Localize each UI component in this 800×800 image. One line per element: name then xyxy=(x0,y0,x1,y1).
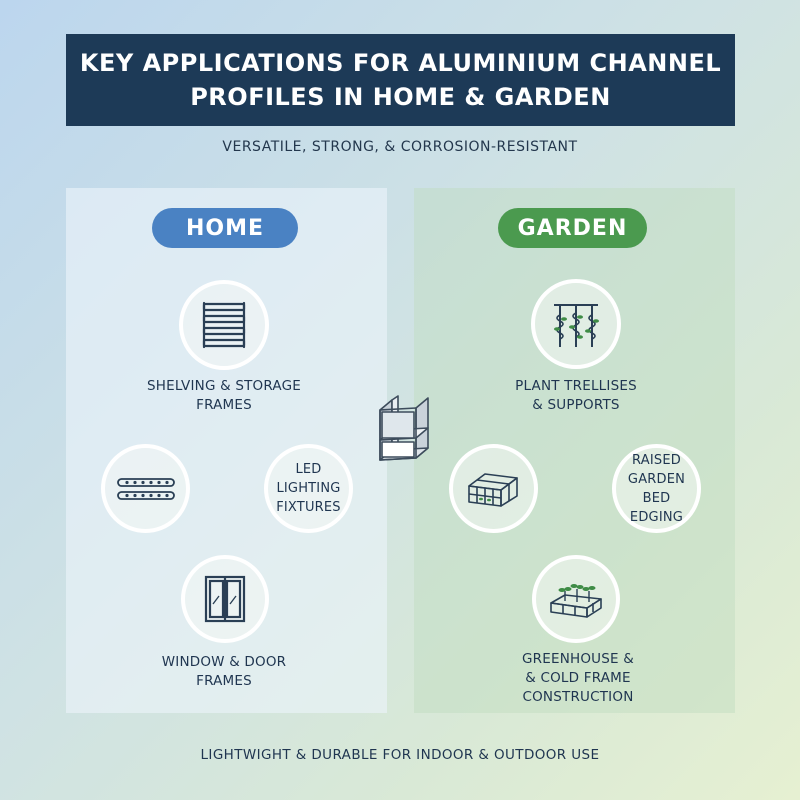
trellis-icon xyxy=(554,304,599,347)
raised-bed-edging-circle: RAISED GARDEN BED EDGING xyxy=(612,444,701,533)
window-label: WINDOW & DOOR FRAMES xyxy=(136,653,312,691)
title-line-2: PROFILES IN HOME & GARDEN xyxy=(190,83,611,111)
window-icon xyxy=(204,575,246,623)
aluminium-channel-icon xyxy=(379,395,429,461)
window-label-line-2: FRAMES xyxy=(196,673,252,689)
led-lighting-label: LED LIGHTING FIXTURES xyxy=(268,460,349,517)
raised-bed-edging-label-line-2: GARDEN BED xyxy=(627,471,686,506)
trellis-label-line-1: PLANT TRELLISES xyxy=(515,378,637,394)
led-lighting-label-line-2: FIXTURES xyxy=(276,500,341,515)
raised-bed-circle xyxy=(532,555,620,643)
raised-bed-edging-label-line-3: EDGING xyxy=(629,509,684,525)
footer-tagline: LIGHTWIGHT & DURABLE FOR INDOOR & OUTDOO… xyxy=(200,747,600,763)
trellis-label-line-2: & SUPPORTS xyxy=(532,397,620,413)
shelving-icon xyxy=(202,301,246,349)
shelving-circle xyxy=(179,280,269,370)
trellis-circle xyxy=(531,279,621,369)
garden-heading: GARDEN xyxy=(498,208,647,248)
led-lighting-circle: LED LIGHTING FIXTURES xyxy=(264,444,353,533)
home-heading: HOME xyxy=(152,208,298,248)
trellis-label: PLANT TRELLISES & SUPPORTS xyxy=(484,377,668,415)
window-circle xyxy=(181,555,269,643)
raised-bed-edging-label-line-1: RAISED xyxy=(632,452,681,468)
greenhouse-label: GREENHOUSE & & COLD FRAME CONSTRUCTION xyxy=(486,650,670,707)
greenhouse-label-line-1: GREENHOUSE & xyxy=(522,651,634,667)
title-banner: KEY APPLICATIONS FOR ALUMINIUM CHANNEL P… xyxy=(66,34,735,126)
raised-bed-edging-label: RAISED GARDEN BED EDGING xyxy=(616,451,697,527)
shelving-label-line-1: SHELVING & STORAGE xyxy=(146,378,302,394)
greenhouse-circle xyxy=(449,444,538,533)
window-label-line-1: WINDOW & DOOR xyxy=(161,654,287,670)
shelving-label: SHELVING & STORAGE FRAMES xyxy=(136,377,312,415)
greenhouse-icon xyxy=(467,472,518,507)
greenhouse-label-line-2: & COLD FRAME xyxy=(525,670,631,686)
greenhouse-label-line-3: CONSTRUCTION xyxy=(522,689,634,705)
raised-bed-icon xyxy=(550,584,602,618)
title-line-1: KEY APPLICATIONS FOR ALUMINIUM CHANNEL xyxy=(79,49,722,77)
led-strip-icon xyxy=(116,477,175,500)
subtitle: VERSATILE, STRONG, & CORROSION-RESISTANT xyxy=(222,139,578,155)
led-strip-circle xyxy=(101,444,190,533)
led-lighting-label-line-1: LED LIGHTING xyxy=(276,462,341,496)
shelving-label-line-2: FRAMES xyxy=(196,397,252,413)
